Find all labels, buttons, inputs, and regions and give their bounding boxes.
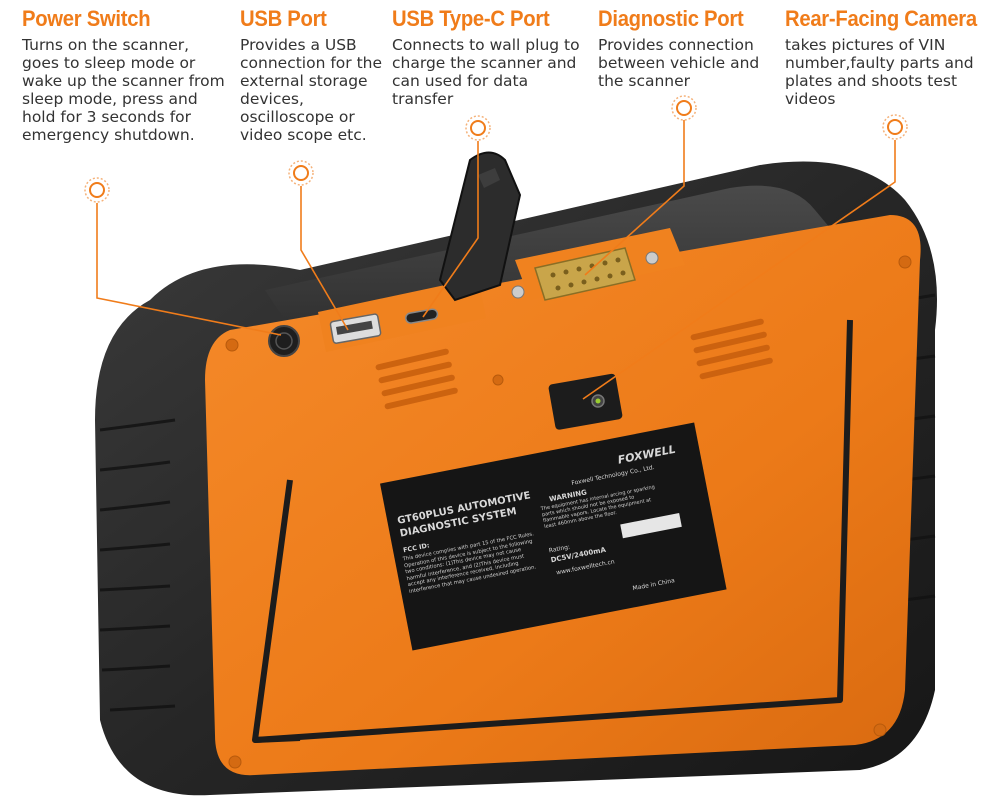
callout-usb-port: USB Port Provides a USB connection for t… (240, 6, 390, 144)
usb-type-c-port[interactable] (405, 308, 439, 324)
callout-power-switch-title: Power Switch (22, 6, 151, 31)
callout-diagnostic-port: Diagnostic Port Provides connection betw… (598, 6, 778, 90)
marker-usb-icon (288, 160, 314, 186)
callout-power-switch-description: Turns on the scanner, goes to sleep mode… (22, 36, 225, 144)
callout-usb-port-description: Provides a USB connection for the extern… (240, 36, 383, 144)
vent-grille-right (690, 318, 773, 380)
leader-usb-c (422, 141, 479, 318)
stand-frame (254, 319, 853, 743)
leader-power (96, 203, 282, 336)
callout-rear-camera: Rear-Facing Camera takes pictures of VIN… (785, 6, 985, 108)
marker-power-icon (84, 177, 110, 203)
label-rating: Rating: (548, 544, 570, 555)
product-label: FOXWELL Foxwell Technology Co., Ltd. GT6… (380, 422, 727, 651)
rear-camera (548, 373, 623, 430)
callout-rear-camera-title: Rear-Facing Camera (785, 6, 977, 31)
leader-diagnostic (584, 120, 685, 276)
vent-grille-left (375, 348, 458, 410)
marker-camera-icon (882, 114, 908, 140)
callout-usb-type-c-port: USB Type-C Port Connects to wall plug to… (392, 6, 582, 108)
leader-usb (300, 186, 349, 331)
screws (225, 255, 912, 769)
label-barcode (620, 513, 682, 539)
marker-usb-c-icon (465, 115, 491, 141)
callout-power-switch: Power Switch Turns on the scanner, goes … (22, 6, 227, 144)
power-button[interactable] (268, 325, 300, 357)
callout-usb-type-c-port-description: Connects to wall plug to charge the scan… (392, 36, 580, 108)
callout-diagnostic-port-title: Diagnostic Port (598, 6, 744, 31)
callout-rear-camera-description: takes pictures of VIN number,faulty part… (785, 36, 974, 108)
callout-usb-type-c-port-title: USB Type-C Port (392, 6, 550, 31)
leader-camera (582, 140, 896, 400)
callout-leader-lines (96, 120, 896, 400)
marker-diagnostic-icon (671, 95, 697, 121)
callout-markers (84, 95, 908, 203)
callout-diagnostic-port-description: Provides connection between vehicle and … (598, 36, 760, 90)
callout-usb-port-title: USB Port (240, 6, 327, 31)
